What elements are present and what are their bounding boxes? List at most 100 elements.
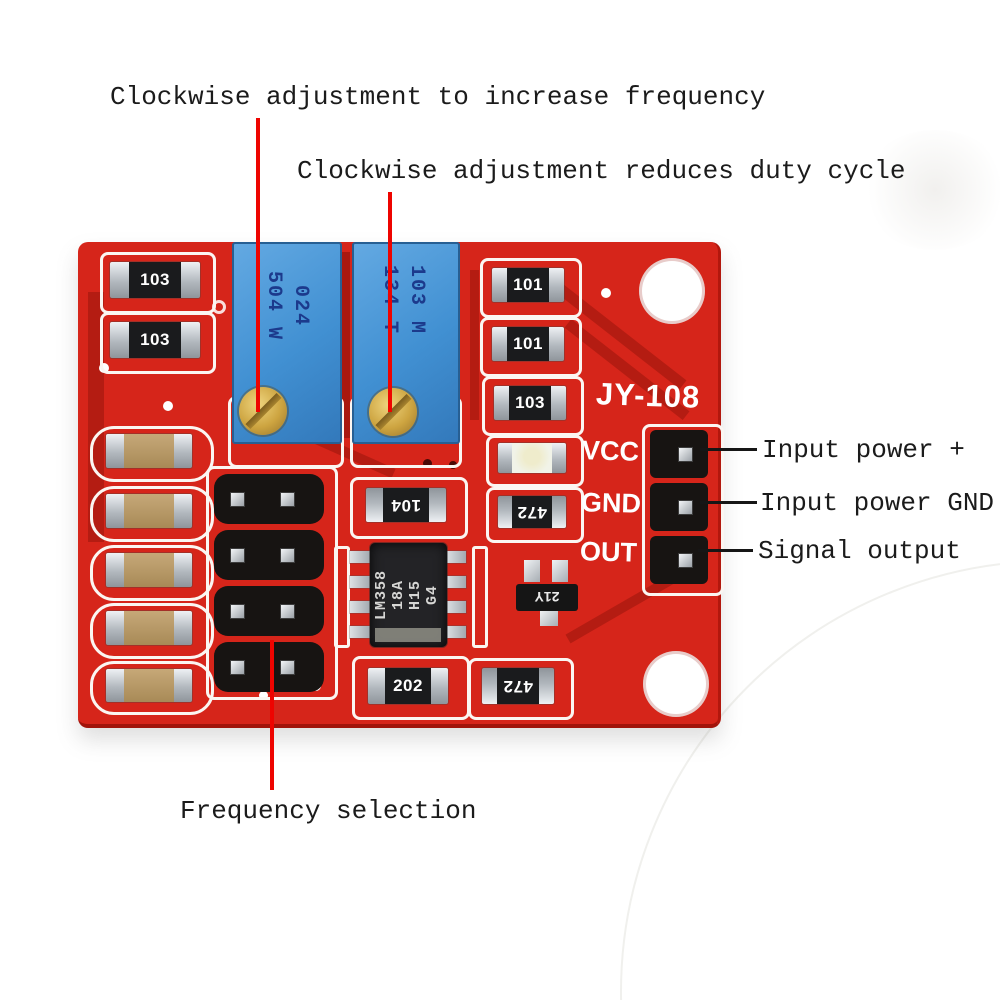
led-terminal [551,443,566,473]
annotation-frequency-adjust: Clockwise adjustment to increase frequen… [110,82,766,112]
capacitor-body [124,669,174,702]
resistor-terminal [498,496,513,528]
capacitor-terminal [106,611,125,645]
capacitor-terminal [173,494,192,528]
trimmer-marking: 103 M 134 T [378,264,428,335]
resistor-terminal [482,668,498,704]
silkscreen-outline [90,661,214,715]
drill-hole [423,459,432,468]
led-body [512,443,552,473]
resistor-marking: 472 [512,496,552,528]
ic-lead [350,626,370,638]
capacitor-body [124,553,174,587]
resistor-terminal [181,322,200,358]
capacitor [106,494,192,528]
pcb-trace [470,270,479,420]
resistor-472: 472 [498,496,566,528]
callout-line-frequency-select [270,640,274,790]
resistor-terminal [548,268,564,302]
header-pin [280,660,295,675]
resistor-marking: 472 [497,668,539,704]
resistor-marking: 101 [507,327,549,361]
ic-lead [350,576,370,588]
trimmer-screw-frequency [239,387,287,435]
ic-pin1-bar [375,628,441,642]
ic-lead [446,551,466,563]
mounting-hole-top [639,258,705,324]
silkscreen-outline [486,487,584,543]
silkscreen-outline [350,477,468,539]
capacitor [106,553,192,587]
sot23-marking: 21Y [534,589,560,606]
resistor-103: 103 [110,322,200,358]
header-pin [230,548,245,563]
sot23-pad [524,560,540,582]
resistor-terminal [181,262,200,298]
capacitor-body [124,611,174,645]
silkscreen-outline [90,486,214,542]
resistor-101: 101 [492,268,564,302]
capacitor-terminal [173,611,192,645]
header-pin [280,604,295,619]
capacitor [106,434,192,468]
header-pin [678,447,693,462]
silkscreen-outline [90,426,214,482]
capacitor-terminal [106,494,125,528]
resistor-472: 472 [482,668,554,704]
silkscreen-outline [480,258,582,318]
led-indicator [498,443,566,473]
silkscreen-outline [100,312,216,374]
pin-label-vcc: VCC [581,435,640,467]
capacitor-terminal [173,669,192,702]
resistor-terminal [110,322,129,358]
silkscreen-outline [480,317,582,377]
trimmer-screw-duty [369,388,417,436]
sot23-pad [552,560,568,582]
via [163,401,173,411]
silkscreen-outline [90,545,214,601]
pin-label-gnd: GND [580,487,642,519]
resistor-103: 103 [110,262,200,298]
callout-line-out [698,549,753,552]
annotation-input-power-gnd: Input power GND [760,488,995,518]
resistor-marking: 103 [128,262,182,298]
capacitor [106,611,192,645]
resistor-terminal [368,668,385,704]
annotation-input-power-plus: Input power + [762,435,965,465]
silkscreen-outline [90,603,214,659]
annotation-signal-output: Signal output [758,536,961,566]
header-pin [280,548,295,563]
resistor-terminal [110,262,129,298]
resistor-terminal [550,386,566,420]
silkscreen-outline [472,546,488,648]
resistor-terminal [494,386,510,420]
resistor-marking: 202 [384,668,432,704]
capacitor [106,669,192,702]
header-pin [230,660,245,675]
resistor-marking: 101 [507,268,549,302]
header-pin [230,492,245,507]
capacitor-body [124,434,174,468]
header-pin [280,492,295,507]
via [259,691,268,700]
led-terminal [498,443,513,473]
resistor-103: 103 [494,386,566,420]
silkscreen-outline [334,546,350,648]
resistor-101: 101 [492,327,564,361]
mounting-hole-bottom [643,651,709,717]
resistor-marking: 103 [509,386,551,420]
annotation-frequency-selection: Frequency selection [180,796,477,826]
trimmer-marking: 024 504 W [262,270,312,341]
header-pin [678,553,693,568]
resistor-terminal [548,327,564,361]
callout-line-duty-trimmer [388,192,392,412]
resistor-terminal [551,496,566,528]
ic-lead [446,626,466,638]
capacitor-body [124,494,174,528]
ic-marking: LM358 18A H15 G4 [373,570,441,621]
pin-label-out: OUT [579,536,638,568]
resistor-202: 202 [368,668,448,704]
silkscreen-outline [482,376,584,436]
resistor-terminal [431,668,448,704]
header-pin [230,604,245,619]
